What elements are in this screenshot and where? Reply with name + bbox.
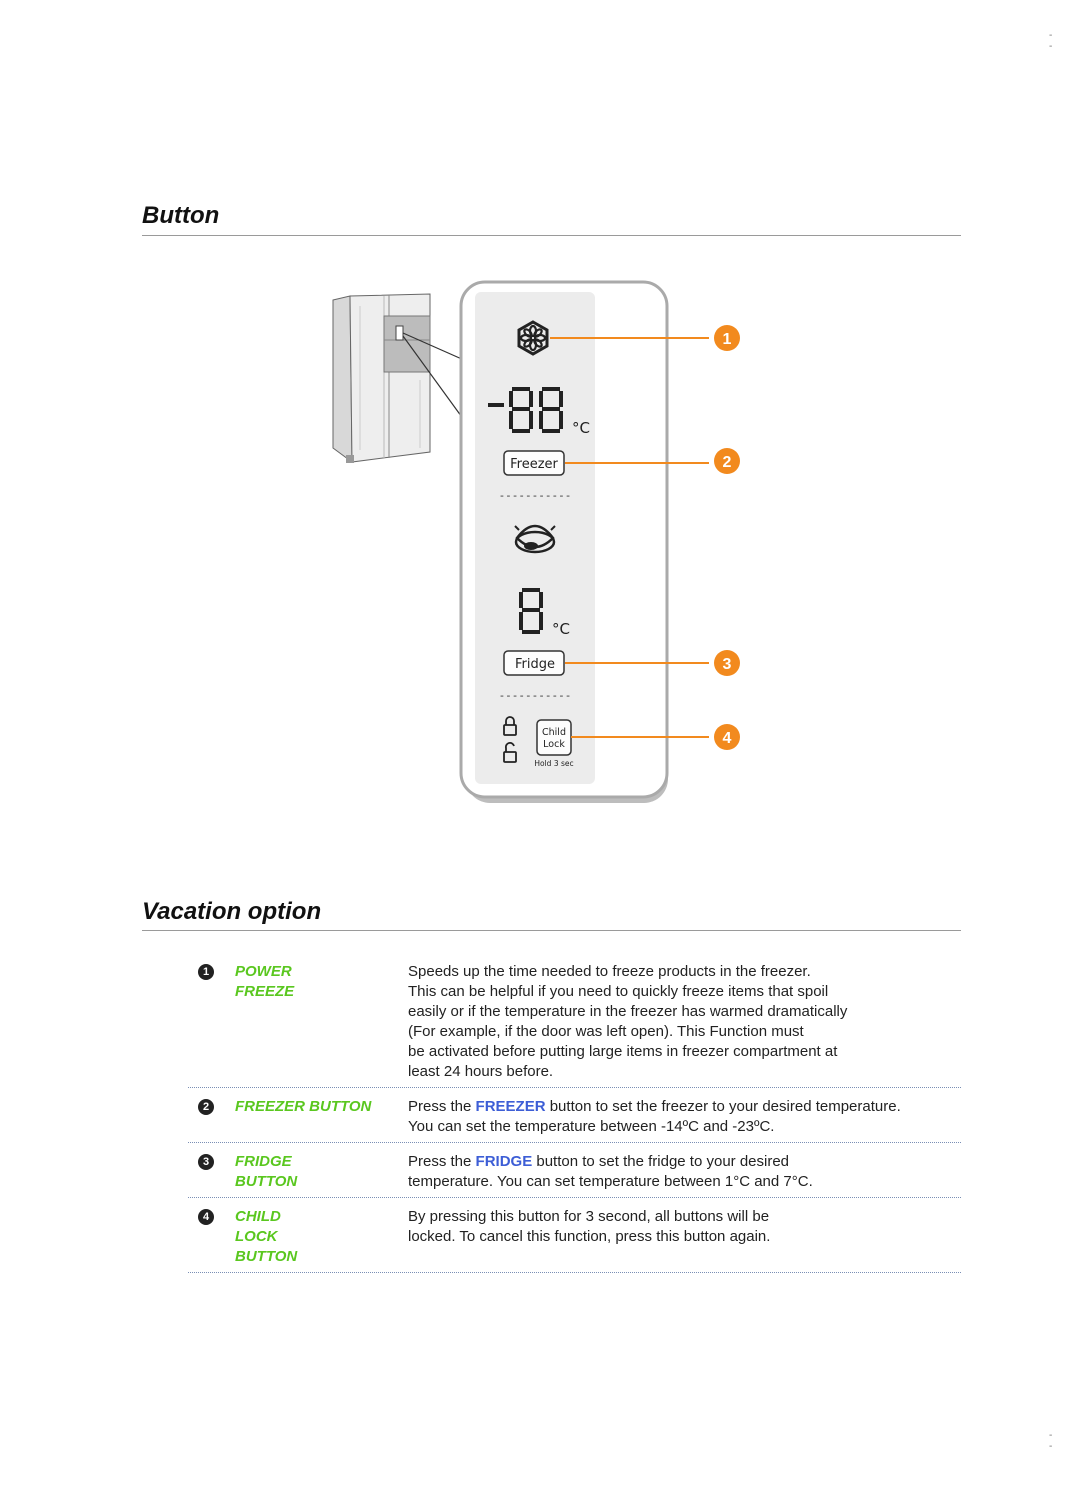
control-panel-illustration: °C Freezer ----------- °C Fridge -------… [332, 280, 740, 803]
freezer-button [503, 450, 565, 476]
section-rule [142, 930, 961, 931]
callout-1: 1 [723, 331, 732, 348]
callout-4: 4 [723, 730, 732, 747]
control-panel: °C Freezer ----------- °C Fridge -------… [459, 280, 669, 803]
freezer-temp-display [488, 387, 563, 433]
feature-label: CHILD LOCK BUTTON [235, 1208, 298, 1265]
callout-2: 2 [723, 454, 732, 471]
fridge-button [503, 650, 565, 676]
feature-label: FREEZER BUTTON [235, 1098, 372, 1115]
feature-label: POWER FREEZE [235, 963, 295, 1000]
callout-lines [550, 337, 709, 738]
callout-markers: 1 2 3 4 [714, 325, 740, 750]
row-number: 2 [198, 1099, 214, 1115]
dash-row: ----------- [499, 489, 572, 502]
feature-description: By pressing this button for 3 second, al… [408, 1208, 771, 1245]
fridge-temp-display [519, 588, 543, 634]
section-title-button: Button [142, 202, 220, 229]
feature-description: Speeds up the time needed to freeze prod… [408, 963, 848, 1080]
feature-row-child-lock: 4 CHILD LOCK BUTTON By pressing this but… [188, 1207, 961, 1267]
feature-row-fridge-button: 3 FRIDGE BUTTON Press the FRIDGE button … [188, 1152, 961, 1192]
section-title-vacation: Vacation option [142, 898, 322, 925]
feature-label: FRIDGE BUTTON [235, 1153, 298, 1190]
feature-row-freezer-button: 2 FREEZER BUTTON Press the FREEZER butto… [188, 1097, 961, 1137]
unit-top: °C [572, 419, 590, 437]
freezer-button-label: Freezer [510, 457, 558, 472]
row-number: 3 [198, 1154, 214, 1170]
row-divider [188, 1272, 961, 1273]
feature-row-power-freeze: 1 POWER FREEZE Speeds up the time needed… [188, 962, 961, 1082]
fridge-button-label: Fridge [515, 657, 555, 672]
dash-row: ----------- [499, 689, 572, 702]
hold-label: Hold 3 sec [534, 759, 573, 768]
row-divider [188, 1197, 961, 1198]
feature-description: Press the FRIDGE button to set the fridg… [408, 1153, 813, 1190]
meat-icon [514, 524, 556, 554]
feature-description: Press the FREEZER button to set the free… [408, 1098, 901, 1135]
row-number: 4 [198, 1209, 214, 1225]
edge-mark: -- [1049, 1430, 1053, 1452]
callout-3: 3 [723, 656, 732, 673]
refrigerator-icon [332, 293, 465, 463]
lock-icon [503, 716, 517, 763]
power-freeze-icon [517, 320, 549, 356]
edge-mark: -- [1049, 30, 1053, 52]
unit-bottom: °C [552, 620, 570, 638]
row-number: 1 [198, 964, 214, 980]
child-lock-line2: Lock [543, 739, 565, 750]
section-rule [142, 235, 961, 236]
row-divider [188, 1087, 961, 1088]
row-divider [188, 1142, 961, 1143]
child-lock-line1: Child [542, 727, 566, 738]
